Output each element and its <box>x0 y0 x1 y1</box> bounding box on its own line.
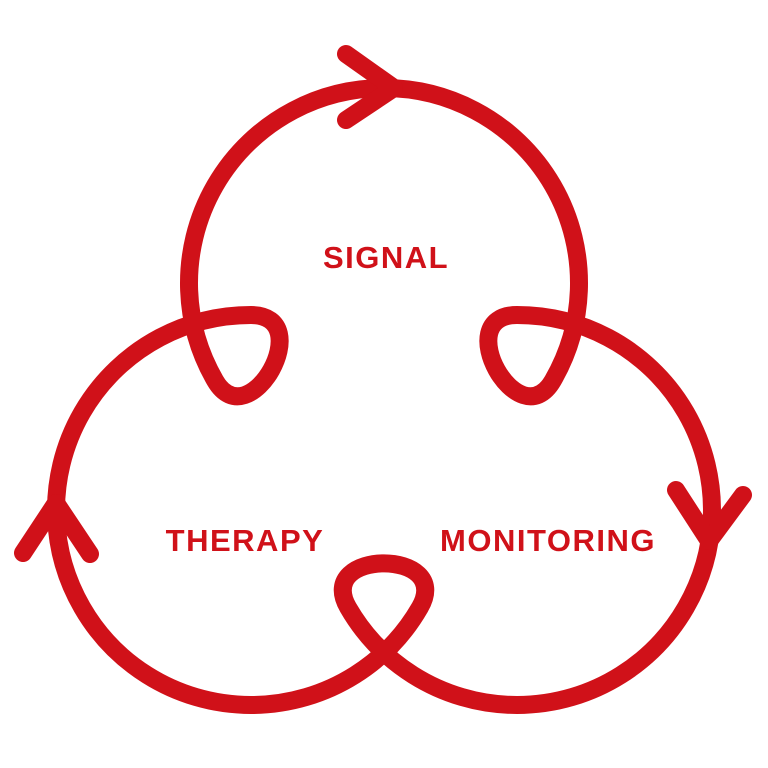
node-label-signal: SIGNAL <box>323 240 449 275</box>
arrow-up-icon <box>14 494 99 563</box>
node-label-monitoring: MONITORING <box>440 523 656 558</box>
cycle-loop-path <box>47 79 721 714</box>
node-label-therapy: THERAPY <box>166 523 325 558</box>
arrow-down-icon <box>667 481 752 550</box>
arrow-right-icon <box>337 45 403 129</box>
